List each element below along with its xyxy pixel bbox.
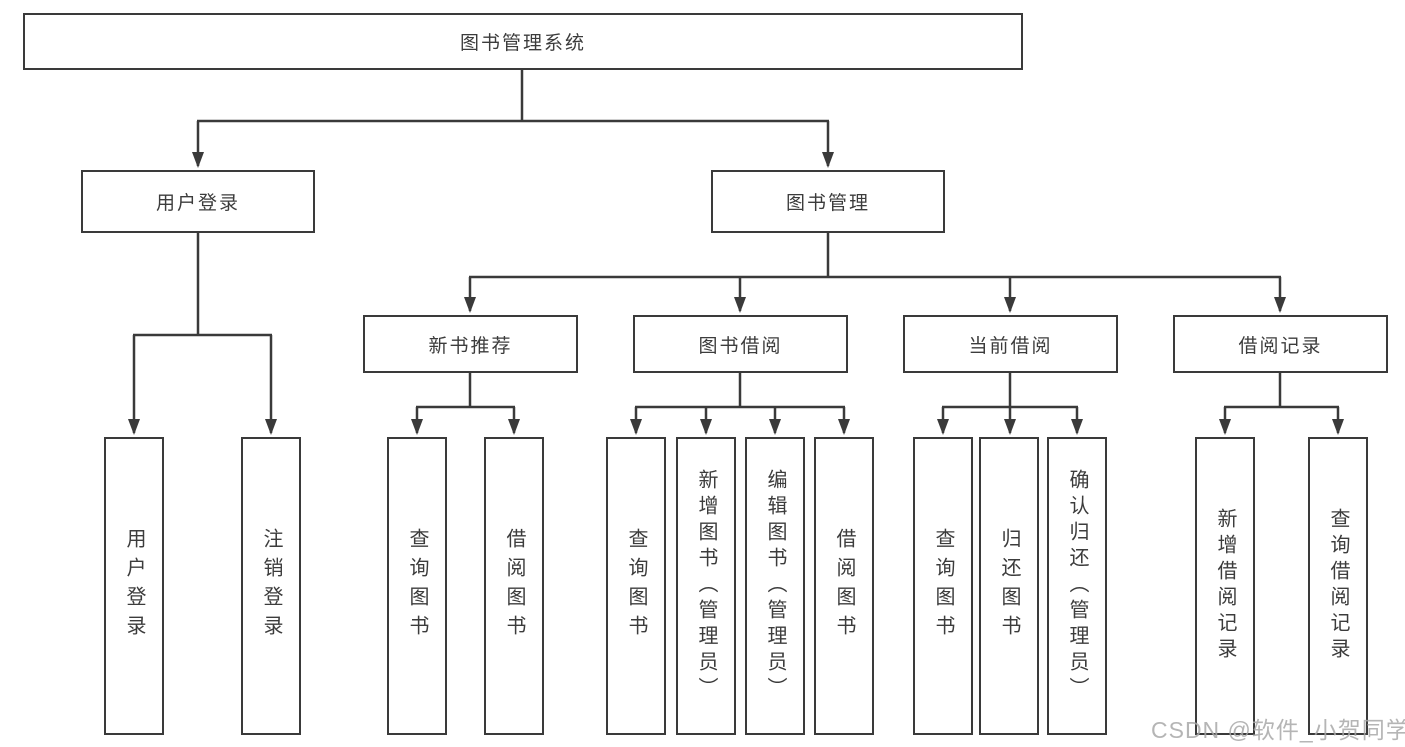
leaf-borrow-books-recommend: 借阅图书 — [484, 437, 544, 735]
node-new-book-recommendation: 新书推荐 — [363, 315, 578, 373]
leaf-edit-books-admin: 编辑图书（管理员） — [745, 437, 805, 735]
node-book-management: 图书管理 — [711, 170, 945, 233]
node-book-borrowing: 图书借阅 — [633, 315, 848, 373]
leaf-add-books-admin: 新增图书（管理员） — [676, 437, 736, 735]
leaf-confirm-return-admin: 确认归还（管理员） — [1047, 437, 1107, 735]
node-library-management-system: 图书管理系统 — [23, 13, 1023, 70]
leaf-add-borrow-record: 新增借阅记录 — [1195, 437, 1255, 735]
leaf-return-books: 归还图书 — [979, 437, 1039, 735]
csdn-watermark: CSDN @软件_小贺同学 — [1151, 717, 1405, 743]
leaf-user-login: 用户登录 — [104, 437, 164, 735]
leaf-query-books-recommend: 查询图书 — [387, 437, 447, 735]
node-borrowing-records: 借阅记录 — [1173, 315, 1388, 373]
leaf-logout: 注销登录 — [241, 437, 301, 735]
leaf-query-books-current: 查询图书 — [913, 437, 973, 735]
node-user-login: 用户登录 — [81, 170, 315, 233]
leaf-borrow-books: 借阅图书 — [814, 437, 874, 735]
leaf-query-books-borrowing: 查询图书 — [606, 437, 666, 735]
node-current-borrowing: 当前借阅 — [903, 315, 1118, 373]
leaf-query-borrow-record: 查询借阅记录 — [1308, 437, 1368, 735]
